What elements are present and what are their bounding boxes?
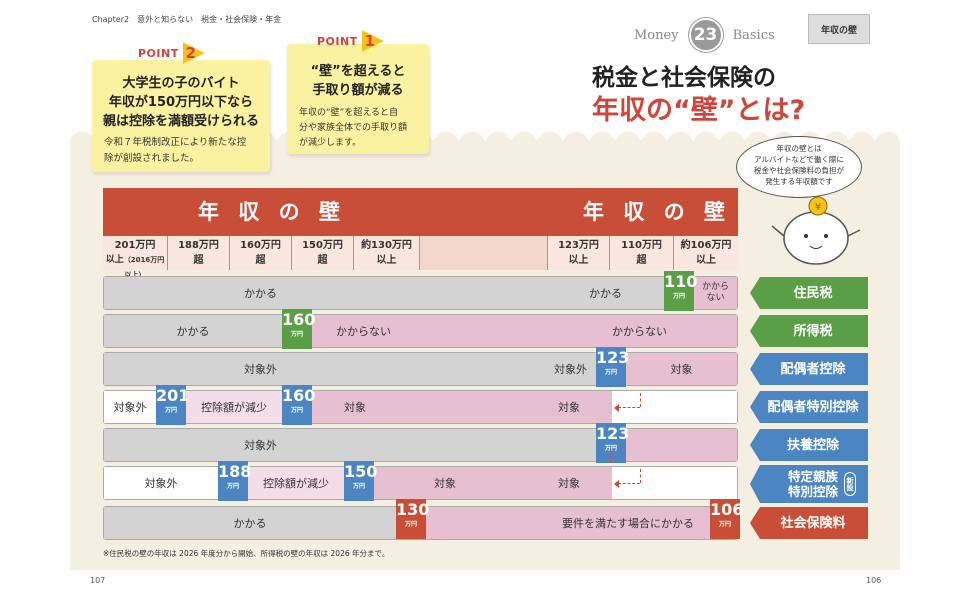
threshold-188: 188万円 超 — [168, 236, 230, 270]
point-word: POINT — [138, 46, 179, 60]
cell-text: 対象外 — [104, 467, 218, 499]
section-number: 23 — [688, 18, 723, 52]
page-number-right: 106 — [866, 576, 882, 585]
cell-text: 控除額が減少 — [186, 391, 282, 423]
chapter-header: Chapter2 意外と知らない 税金・社会保険・年金 — [92, 15, 282, 24]
cell-text: 対象 — [344, 401, 366, 414]
point-1-badge: POINT 1 — [317, 30, 384, 52]
point-2-note: POINT 2 大学生の子のバイト 年収が150万円以下なら 親は控除を満額受け… — [92, 42, 270, 172]
point-2-title: 大学生の子のバイト 年収が150万円以下なら 親は控除を満額受けられる — [102, 76, 259, 129]
mascot-illustration: ¥ — [771, 196, 861, 265]
point-2-body: 令和７年税制改正により新たな控 除が創設されました。 — [104, 137, 247, 164]
side-label-spouse-deduction: 配偶者控除 — [750, 353, 868, 385]
money-basics-header: Money 23 Basics — [634, 18, 775, 52]
cell-text: 要件を満たす場合にかかる — [562, 517, 694, 530]
money-label: Money — [634, 27, 679, 43]
side-label-dependent-deduction: 扶養控除 — [750, 429, 868, 461]
point-number: 2 — [182, 42, 205, 64]
arrow-left-icon — [614, 480, 640, 488]
cell-text: かかる — [104, 315, 282, 347]
cell-text: 控除額が減少 — [248, 467, 344, 499]
point-word: POINT — [317, 34, 358, 48]
cell-text: かかる — [104, 507, 396, 539]
threshold-160: 160万円 超 — [230, 236, 292, 270]
header-label-left: 年 収 の 壁 — [198, 200, 346, 224]
point-1-body: 年収の“壁”を超えると自 分や家族全体での手取り額 が減少します。 — [299, 108, 408, 148]
cell-text: 対象外 — [554, 363, 587, 376]
point-1-title: “壁”を超えると 手取り額が減る — [310, 64, 406, 98]
cell-text: かかる — [589, 287, 622, 300]
threshold-123: 123万円 以上 — [548, 236, 610, 270]
header-label-right: 年 収 の 壁 — [583, 200, 731, 224]
basics-label: Basics — [732, 27, 775, 43]
cell-text: かからない — [612, 325, 667, 338]
threshold-gap — [420, 236, 548, 270]
side-label-income-tax: 所得税 — [750, 315, 868, 347]
cell-text: 対象 — [558, 477, 580, 490]
cell-text: 対象 — [626, 353, 737, 385]
dashed-line — [610, 449, 611, 463]
point-1-note: POINT 1 “壁”を超えると 手取り額が減る 年収の“壁”を超えると自 分や… — [287, 30, 429, 154]
threshold-130: 約130万円 以上 — [354, 236, 420, 270]
cell-text: かかる — [244, 287, 277, 300]
threshold-150: 150万円 超 — [292, 236, 354, 270]
page-title-line1: 税金と社会保険の — [592, 65, 776, 91]
cell-text: かからない — [336, 325, 391, 338]
side-label-social-insurance: 社会保険料 — [750, 507, 868, 539]
threshold-201: 201万円 以上（2016万円以上） — [103, 236, 168, 279]
section-tab: 年収の壁 — [808, 14, 870, 44]
dashed-line — [640, 393, 641, 407]
page-number-left: 107 — [90, 576, 106, 585]
arrow-left-icon — [614, 404, 640, 412]
cell-text: 対象 — [434, 477, 456, 490]
new-badge: 新設 — [844, 472, 856, 496]
dashed-line — [640, 469, 641, 483]
threshold-110: 110万円 超 — [610, 236, 674, 270]
cell-text: 対象外 — [104, 391, 156, 423]
cell-text: かから ない — [694, 277, 737, 309]
cell-text: 対象外 — [244, 363, 277, 376]
point-2-badge: POINT 2 — [138, 42, 205, 64]
speech-bubble: 年収の壁とは アルバイトなどで働く際に 税金や社会保険料の負担が 発生する年収額… — [736, 136, 862, 198]
threshold-row: 201万円 以上（2016万円以上） 188万円 超 160万円 超 150万円… — [103, 236, 738, 279]
point-number: 1 — [361, 30, 384, 52]
cell-text: 対象外 — [244, 439, 277, 452]
side-label-spouse-special-deduction: 配偶者特別控除 — [750, 391, 868, 423]
side-label-resident-tax: 住民税 — [750, 277, 868, 309]
svg-text:¥: ¥ — [815, 202, 821, 213]
table-header-band: 年 収 の 壁 年 収 の 壁 — [103, 188, 738, 236]
cell-text: 対象 — [558, 401, 580, 414]
threshold-106: 約106万円 以上 — [674, 236, 738, 270]
page-title-line2: 年収の“壁”とは? — [592, 95, 806, 126]
side-label-specific-relative: 特定親族 特別控除 — [750, 465, 868, 503]
footnote: ※住民税の壁の年収は 2026 年度分から開始、所得税の壁の年収は 2026 年… — [103, 549, 390, 558]
